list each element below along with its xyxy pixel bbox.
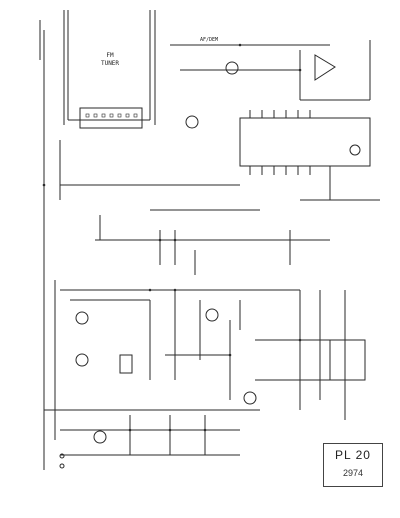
transistor-q3 <box>205 308 219 322</box>
transistor-q2 <box>75 353 89 367</box>
transistor-q1 <box>75 311 89 325</box>
junction-dots <box>42 43 302 432</box>
transistor-q5 <box>93 430 107 444</box>
tuner-module <box>63 10 156 129</box>
transistor-q4 <box>243 391 257 405</box>
model-number: PL 20 <box>335 448 371 462</box>
net-label-af-dem: AF/DEM <box>200 37 218 43</box>
tuner-label-1: FM <box>106 52 114 59</box>
transistor-q6 <box>185 115 199 129</box>
opamp-symbol <box>314 54 336 81</box>
title-block: PL 20 2974 <box>323 443 383 487</box>
tuner-label-2: TUNER <box>101 60 119 67</box>
drawing-code: 2974 <box>342 468 364 478</box>
ic-block-decoder <box>239 117 371 167</box>
ic-block-amp <box>329 339 366 381</box>
